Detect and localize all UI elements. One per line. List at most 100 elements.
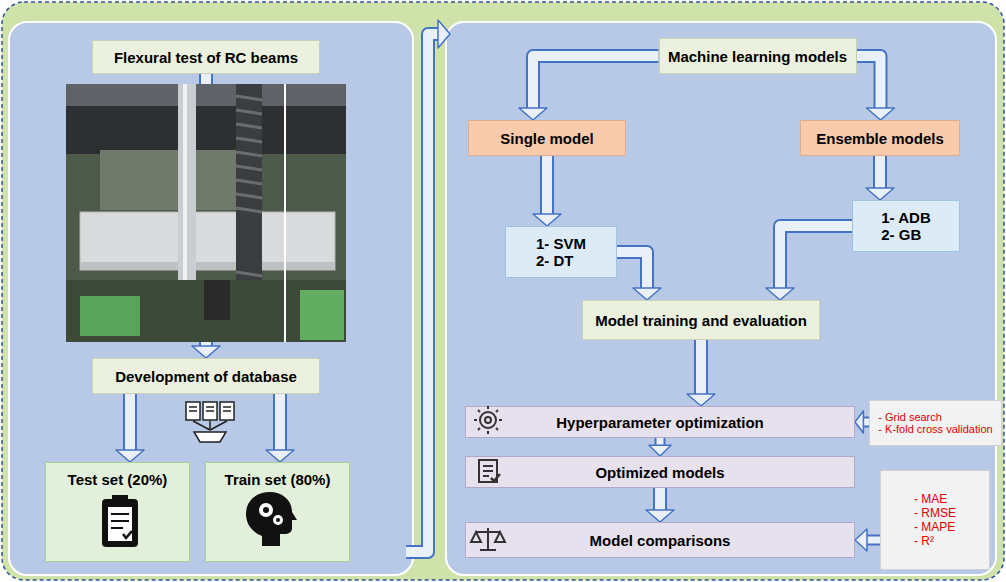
photo-ground [66,84,346,342]
node-text: 1- SVM [536,235,586,252]
green-part [80,296,140,336]
arrow-outline [273,394,287,450]
arrow-head [867,108,895,120]
photo-divider [284,84,286,342]
left-panel [9,22,413,575]
arrow-fill [780,226,852,288]
category-box: Ensemble models [800,120,960,156]
text-group: 1- SVM2- DT [536,235,586,269]
node-text: Hyperparameter optimization [556,414,764,431]
panel-arrow [406,20,450,552]
node-text: Flexural test of RC beams [114,49,298,66]
node-text: Development of database [115,368,297,385]
text-group: Single model [500,130,593,147]
data-split-box: Train set (80%) [205,462,350,562]
node-text: - MAE [914,492,947,506]
arrow-outline [655,438,666,445]
node-text: 1- ADB [881,209,930,226]
support [204,280,230,320]
arrow-head [855,529,867,551]
process-box: Model training and evaluation [582,300,820,340]
model-list-box: 1- SVM2- DT [505,226,617,278]
node-text: Model comparisons [590,532,731,549]
right-panel [446,22,996,575]
node-text: 2- GB [881,226,921,243]
node-text: - R² [914,534,934,548]
block-arrow [857,56,895,120]
arrow-fill [275,394,285,450]
category-box: Single model [468,120,626,156]
arrow-outline [653,488,667,510]
arrow-head [687,394,715,406]
arrow-head [519,108,547,120]
rod-shine [183,84,187,342]
text-group: 1- ADB2- GB [881,209,930,243]
arrow-head [116,450,144,462]
node-text: Single model [500,130,593,147]
arrow-head [855,411,863,433]
block-arrow [855,529,880,551]
green-part [300,290,344,340]
node-text: Model training and evaluation [595,312,807,329]
block-arrow [116,394,144,462]
doc [220,402,234,420]
block-arrow [687,340,715,406]
node-text: - RMSE [914,506,956,520]
arrow-outline [123,394,137,450]
arrow-fill [655,488,665,510]
machine-back [100,150,260,210]
heading-box: Flexural test of RC beams [92,40,320,74]
arrow-fill [542,156,552,214]
block-arrow [646,488,674,522]
node-text: - MAPE [914,520,955,534]
arrow-fill [125,394,135,450]
text-group: Hyperparameter optimization [556,414,764,431]
block-arrow [519,56,659,120]
block-arrow [533,156,561,226]
arrow-fill [201,74,211,346]
block-arrow [866,156,894,200]
block-arrow [855,411,869,433]
doc [203,402,217,420]
text-group: Train set (80%) [225,471,331,488]
machine-head [66,84,346,154]
text-group: - MAE- RMSE- MAPE- R² [914,492,956,548]
rc-beam [80,212,335,270]
heading-box: Development of database [92,358,320,394]
arrow-fill [875,156,885,188]
steel-rod [178,84,196,342]
machine-base [66,280,346,342]
screw-column [236,84,262,342]
text-group: Model comparisons [590,532,731,549]
arrow-head [646,510,674,522]
block-arrow [649,438,671,456]
arrow-outline [873,156,887,188]
machine-plate [66,84,346,106]
block-arrow [192,74,220,358]
arrow-head [649,445,671,456]
arrow-fill [406,34,438,552]
block-arrow [617,252,661,300]
node-text: Ensemble models [816,130,944,147]
heading-box: Machine learning models [659,38,857,74]
step-box: Optimized models [465,456,855,488]
arrow-fill [657,438,664,445]
step-box: Model comparisons [465,522,855,558]
text-group: Machine learning models [668,48,847,65]
text-group: Ensemble models [816,130,944,147]
text-group: Flexural test of RC beams [114,49,298,66]
arrow-head [192,346,220,358]
text-group: Model training and evaluation [595,312,807,329]
arrow-head [866,188,894,200]
arrow-fill [696,340,706,394]
text-group: - Grid search- K-fold cross validation [878,411,992,435]
node-text: Test set (20%) [68,471,168,488]
node-text: Optimized models [595,464,724,481]
arrow-fill [867,537,880,544]
text-group: Development of database [115,368,297,385]
arrow-head [633,288,661,300]
block-arrow [266,394,294,462]
arrow-outline [199,74,213,346]
beam-shadow [80,262,335,270]
